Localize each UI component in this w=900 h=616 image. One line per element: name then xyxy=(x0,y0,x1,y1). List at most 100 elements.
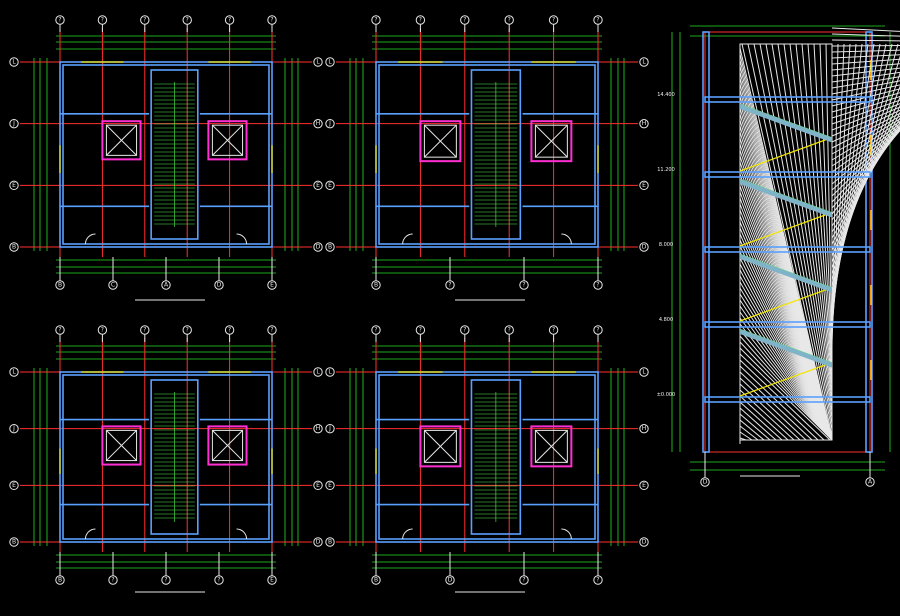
axis-right-label: L xyxy=(316,369,320,376)
axis-right-label: D xyxy=(316,244,321,251)
hatch-line xyxy=(739,425,759,441)
axis-left-bubble xyxy=(325,423,335,434)
axis-bottom-label: ? xyxy=(111,577,114,584)
axis-top-bubble xyxy=(504,325,514,335)
axis-right-label: H xyxy=(642,425,647,432)
hatch-line xyxy=(831,71,900,275)
axis-bottom-label: ? xyxy=(522,282,525,289)
axis-bottom-label: E xyxy=(270,577,274,584)
hatch-line xyxy=(831,112,900,149)
axis-top-bubble xyxy=(415,325,426,335)
axis-right-label: D xyxy=(642,539,647,546)
axis-top-bubble xyxy=(224,15,235,25)
elevator-shaft-left xyxy=(419,425,462,468)
axis-bottom-bubble xyxy=(371,280,381,290)
axis-bottom-bubble xyxy=(445,280,455,290)
axis-left-label: B xyxy=(12,539,16,546)
axis-top-label: ? xyxy=(374,327,377,334)
axis-right-bubble xyxy=(313,242,323,252)
axis-right-bubble xyxy=(639,537,649,547)
axis-left-label: J xyxy=(12,425,15,432)
axis-right-label: E xyxy=(642,182,646,189)
exterior-wall-inner xyxy=(378,64,596,245)
axis-top-label: ? xyxy=(552,327,555,334)
section-outline xyxy=(704,31,871,453)
axis-right-bubble xyxy=(313,367,323,377)
stair-core xyxy=(470,69,522,240)
axis-top-label: ? xyxy=(58,17,61,24)
hatch-line xyxy=(831,104,900,257)
axis-bottom-bubble xyxy=(593,575,603,585)
stair-flight-return xyxy=(739,286,833,322)
door-swing xyxy=(561,528,572,540)
hatch-line xyxy=(739,389,795,441)
axis-right-label: L xyxy=(316,59,320,66)
level-mark: 14.400 xyxy=(657,92,675,98)
axis-right-label: D xyxy=(316,539,321,546)
axis-top-label: ? xyxy=(596,327,599,334)
door-swing xyxy=(236,233,248,245)
axis-left-bubble xyxy=(9,480,19,491)
hatch-line xyxy=(831,120,900,167)
hatch-line xyxy=(777,43,833,407)
hatch-line xyxy=(739,323,833,441)
section-wall-right xyxy=(865,31,873,453)
axis-left-label: L xyxy=(328,59,332,66)
axis-left-bubble xyxy=(325,367,335,377)
axis-bottom-bubble xyxy=(214,280,224,290)
hatch-line xyxy=(831,45,900,47)
elevator-shaft-right-cross xyxy=(212,430,243,461)
elevator-shaft-right-car xyxy=(534,429,568,463)
level-mark: ±0.000 xyxy=(657,392,676,398)
axis-right-bubble xyxy=(313,118,323,129)
hatch-line xyxy=(831,80,900,95)
axis-top-label: ? xyxy=(228,17,231,24)
hatch-line xyxy=(831,95,900,119)
hatch-line xyxy=(739,341,833,441)
axis-left-label: L xyxy=(12,59,16,66)
axis-right-label: L xyxy=(642,59,646,66)
elevator-shaft-right xyxy=(207,425,248,466)
axis-top-label: ? xyxy=(419,327,422,334)
axis-top-label: ? xyxy=(270,327,273,334)
section-axis-bubble xyxy=(700,477,710,487)
axis-right-bubble xyxy=(639,180,649,191)
axis-right-label: D xyxy=(642,244,647,251)
section-axis-label: D xyxy=(703,479,708,486)
hatch-line xyxy=(739,359,825,441)
floor-slab xyxy=(704,396,871,403)
door-swing xyxy=(84,528,96,540)
axis-right-bubble xyxy=(639,57,649,67)
hatch-line xyxy=(831,129,900,197)
axis-top-bubble xyxy=(593,325,603,335)
hatch-line xyxy=(831,95,900,263)
hatch-line xyxy=(831,43,899,287)
axis-top-label: ? xyxy=(374,17,377,24)
axis-top-bubble xyxy=(548,325,559,335)
stair-flight-return xyxy=(739,136,833,172)
hatch-line xyxy=(765,43,833,419)
axis-top-label: ? xyxy=(143,327,146,334)
axis-left-label: L xyxy=(12,369,16,376)
axis-left-label: J xyxy=(328,120,331,127)
axis-left-label: E xyxy=(12,182,16,189)
axis-bottom-bubble xyxy=(108,575,118,585)
section-axis-label: A xyxy=(868,479,873,486)
hatch-line xyxy=(831,33,900,37)
hatch-line xyxy=(739,299,833,441)
hatch-line xyxy=(831,106,900,137)
hatch-line xyxy=(831,54,900,59)
hatch-line xyxy=(831,92,900,113)
elevator-shaft-right-car xyxy=(211,429,244,462)
hatch-line xyxy=(831,129,900,215)
axis-top-bubble xyxy=(460,325,470,335)
axis-bottom-bubble xyxy=(267,575,277,585)
hatch-line xyxy=(831,67,900,77)
elevator-shaft-right-cross xyxy=(212,124,243,156)
floor-slab xyxy=(704,246,871,253)
axis-left-bubble xyxy=(9,367,19,377)
axis-top-label: ? xyxy=(143,17,146,24)
axis-right-bubble xyxy=(313,180,323,191)
